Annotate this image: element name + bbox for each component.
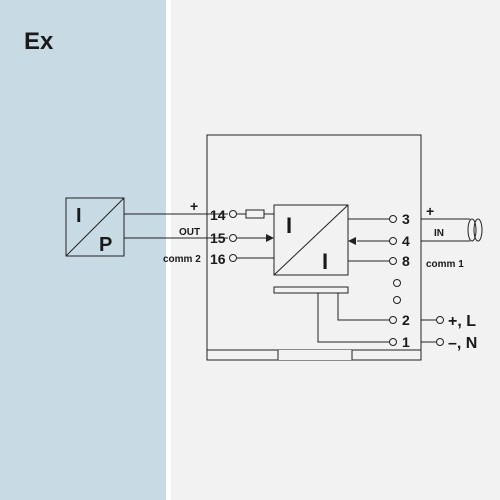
power-l-circle [436, 316, 444, 324]
terminal-8-circle [389, 257, 397, 265]
rail-gap [278, 350, 352, 360]
wire-2-internal [337, 293, 390, 321]
ex-zone-label: Ex [24, 28, 54, 55]
terminal-15-circle [229, 234, 237, 242]
terminal-4-label: 4 [402, 233, 410, 249]
in-label: IN [434, 228, 444, 239]
isolator-bottom-letter: I [322, 249, 328, 274]
terminal-15-label: 15 [210, 230, 226, 246]
terminal-4-circle [389, 237, 397, 245]
comm2-label: comm 2 [163, 254, 201, 265]
ip-converter-top-letter: I [76, 205, 82, 227]
isolator-top-letter: I [286, 213, 292, 238]
terminal-2-circle [389, 316, 397, 324]
terminal-14-label: 14 [210, 207, 226, 223]
terminal-1-label: 1 [402, 334, 410, 350]
unused-terminal-circle-2 [393, 296, 401, 304]
unused-terminal-circle-1 [393, 279, 401, 287]
terminal-16-circle [229, 254, 237, 262]
ip-converter-diagonal [65, 197, 125, 257]
isolator-diagonal [273, 204, 349, 276]
terminal-3-label: 3 [402, 211, 410, 227]
power-n-circle [436, 338, 444, 346]
plus-right-label: + [426, 203, 434, 219]
terminal-14-circle [229, 210, 237, 218]
comm1-label: comm 1 [426, 259, 464, 270]
power-n-label: –, N [448, 335, 477, 352]
terminal-1-circle [389, 338, 397, 346]
wire-1-internal [317, 293, 390, 343]
zone-divider [166, 0, 171, 500]
terminal-16-label: 16 [210, 251, 226, 267]
terminal-8-label: 8 [402, 253, 410, 269]
power-bar [273, 286, 349, 294]
arrow-from-terminal-4 [348, 237, 356, 245]
out-label: OUT [179, 227, 200, 238]
sensor-coil-1 [467, 218, 477, 242]
sensor-coil-2 [473, 218, 483, 242]
arrow-into-isolator [266, 234, 274, 242]
ip-converter-bottom-letter: P [99, 234, 112, 256]
plus-left-label: + [190, 198, 198, 214]
power-l-label: +, L [448, 313, 476, 330]
terminal-3-circle [389, 215, 397, 223]
terminal-2-label: 2 [402, 312, 410, 328]
resistor [245, 209, 265, 219]
